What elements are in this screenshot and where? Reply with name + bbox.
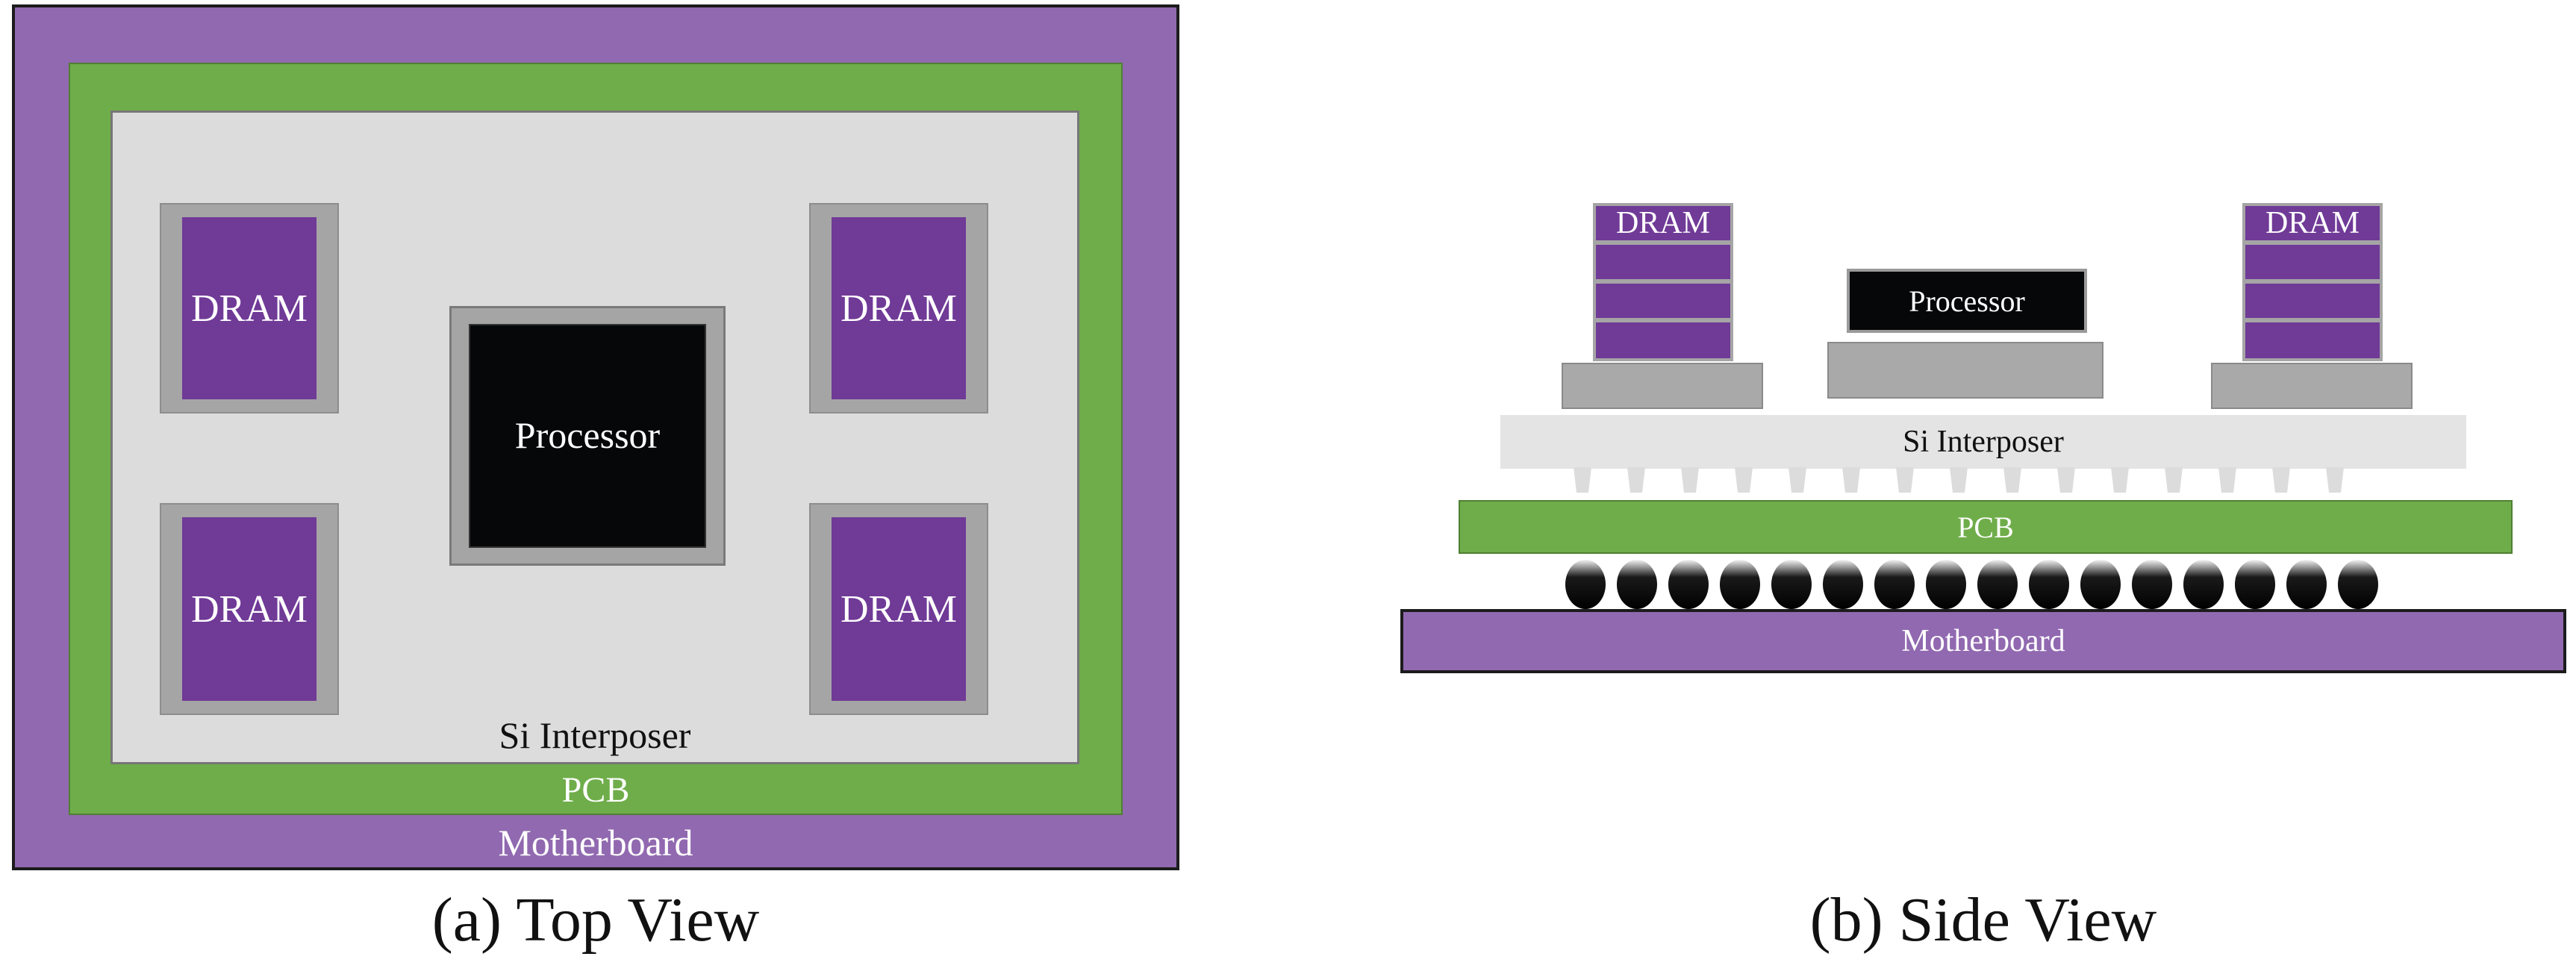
- microbump: [1574, 467, 1591, 493]
- top-dram-top-left: DRAM: [182, 217, 316, 399]
- side-dram-left-stack: DRAM: [1593, 203, 1733, 361]
- top-view-caption: (a) Top View: [431, 884, 760, 955]
- side-dram-right-die: DRAM: [2245, 206, 2380, 240]
- side-dram-left-die: [1596, 245, 1730, 279]
- side-dram-right-base: [2211, 363, 2413, 409]
- dram-label: DRAM: [840, 287, 958, 330]
- microbump: [1950, 467, 1968, 493]
- solder-ball: [1617, 560, 1657, 609]
- microbump: [1842, 467, 1860, 493]
- solder-ball: [1874, 560, 1915, 609]
- dram-label: DRAM: [840, 587, 958, 631]
- solder-ball: [2029, 560, 2069, 609]
- solder-ball: [2183, 560, 2224, 609]
- side-dram-right-die: [2245, 284, 2380, 318]
- dram-label: DRAM: [190, 287, 308, 330]
- microbump: [2165, 467, 2183, 493]
- solder-ball: [2286, 560, 2327, 609]
- side-view-caption: (b) Side View: [1809, 884, 2157, 955]
- microbump: [1735, 467, 1753, 493]
- solder-ball: [1720, 560, 1760, 609]
- top-dram-bottom-right: DRAM: [832, 517, 966, 701]
- side-dram-left-die: DRAM: [1596, 206, 1730, 240]
- processor-label: Processor: [1909, 284, 2025, 318]
- processor-label: Processor: [514, 414, 661, 456]
- side-motherboard: Motherboard: [1400, 609, 2566, 673]
- microbump: [1788, 467, 1806, 493]
- solder-ball: [1565, 560, 1606, 609]
- solder-ball: [1771, 560, 1812, 609]
- solder-ball: [1977, 560, 2018, 609]
- microbump: [2218, 467, 2236, 493]
- microbump: [1681, 467, 1699, 493]
- side-interposer-bumps: [1574, 467, 2344, 493]
- side-pcb: PCB: [1459, 500, 2513, 554]
- top-pcb-label: PCB: [561, 770, 630, 810]
- interposer-label: Si Interposer: [1903, 425, 2064, 459]
- solder-ball: [2080, 560, 2121, 609]
- top-dram-bottom-right-frame: DRAM: [809, 503, 988, 715]
- pcb-label: PCB: [1957, 510, 2014, 544]
- solder-ball: [1926, 560, 1966, 609]
- side-solder-balls: [1565, 560, 2378, 609]
- top-dram-top-left-frame: DRAM: [160, 203, 339, 413]
- solder-ball: [1823, 560, 1863, 609]
- microbump: [1896, 467, 1914, 493]
- top-processor: Processor: [469, 324, 706, 548]
- microbump: [2326, 467, 2344, 493]
- dram-label: DRAM: [2265, 206, 2360, 240]
- solder-ball: [2132, 560, 2172, 609]
- solder-ball: [1668, 560, 1709, 609]
- motherboard-label: Motherboard: [1901, 624, 2065, 658]
- microbump: [2057, 467, 2075, 493]
- top-dram-top-right-frame: DRAM: [809, 203, 988, 413]
- side-dram-left-base: [1562, 363, 1763, 409]
- side-dram-right-die: [2245, 245, 2380, 279]
- side-processor-base: [1827, 342, 2103, 399]
- microbump: [1627, 467, 1645, 493]
- dram-label: DRAM: [1615, 206, 1711, 240]
- dram-label: DRAM: [190, 587, 308, 631]
- top-dram-bottom-left-frame: DRAM: [160, 503, 339, 715]
- top-dram-bottom-left: DRAM: [182, 517, 316, 701]
- side-dram-right-die: [2245, 322, 2380, 358]
- top-interposer-label: Si Interposer: [499, 714, 691, 756]
- side-dram-left-die: [1596, 284, 1730, 318]
- side-interposer: Si Interposer: [1500, 415, 2466, 469]
- side-dram-right-stack: DRAM: [2242, 203, 2383, 361]
- side-dram-left-die: [1596, 322, 1730, 358]
- solder-ball: [2235, 560, 2275, 609]
- microbump: [2003, 467, 2021, 493]
- top-dram-top-right: DRAM: [832, 217, 966, 399]
- solder-ball: [2338, 560, 2378, 609]
- side-processor: Processor: [1847, 269, 2087, 333]
- microbump: [2111, 467, 2129, 493]
- top-processor-frame: Processor: [449, 306, 726, 566]
- microbump: [2272, 467, 2290, 493]
- top-motherboard-label: Motherboard: [498, 822, 693, 864]
